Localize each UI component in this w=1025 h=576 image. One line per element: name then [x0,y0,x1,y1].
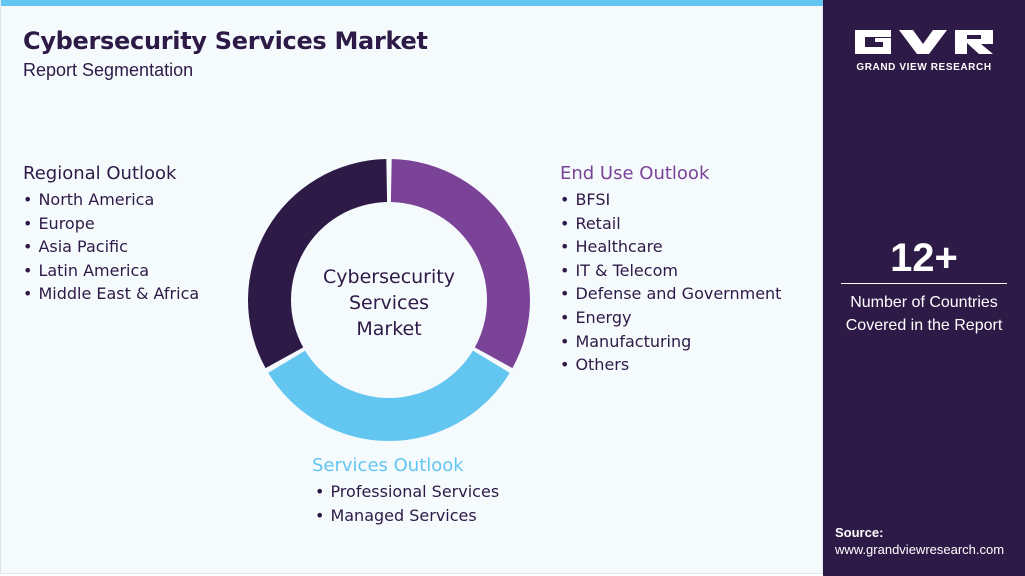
services-outlook-heading: Services Outlook [312,455,464,476]
end-use-outlook-list: BFSI Retail Healthcare IT & Telecom Defe… [560,188,781,377]
list-item: Manufacturing [560,330,781,354]
donut-slices [248,159,530,441]
gvr-logo-icon [855,30,993,54]
list-item: Others [560,353,781,377]
page-title: Cybersecurity Services Market [23,27,428,55]
list-item: Europe [23,212,199,236]
list-item: Middle East & Africa [23,282,199,306]
stat-label-line-1: Number of Countries [850,294,998,311]
source-label: Source: [835,525,884,540]
list-item: Defense and Government [560,282,781,306]
segmentation-donut-chart: Cybersecurity Services Market [248,159,530,441]
list-item: Asia Pacific [23,235,199,259]
services-outlook-section: Services Outlook Professional Services M… [312,455,499,527]
list-item: Retail [560,212,781,236]
list-item: Energy [560,306,781,330]
list-item: Professional Services [315,480,499,504]
donut-center-line-2: Services [349,292,429,314]
donut-center-line-3: Market [356,318,421,340]
end-use-outlook-section: End Use Outlook BFSI Retail Healthcare I… [560,163,781,377]
top-accent-bar [1,0,824,6]
list-item: North America [23,188,199,212]
stat-label-line-2: Covered in the Report [845,317,1003,334]
donut-slice-regional-outlook [248,159,388,369]
brand-logo: GRAND VIEW RESEARCH [853,28,995,73]
main-panel: Cybersecurity Services Market Report Seg… [0,0,823,574]
services-outlook-list: Professional Services Managed Services [312,480,499,527]
sidebar: GRAND VIEW RESEARCH 12+ Number of Countr… [823,0,1025,576]
list-item: Healthcare [560,235,781,259]
regional-outlook-heading: Regional Outlook [23,163,177,184]
stat-divider [841,283,1007,284]
page-subtitle: Report Segmentation [23,60,194,80]
regional-outlook-section: Regional Outlook North America Europe As… [23,163,199,306]
list-item: BFSI [560,188,781,212]
list-item: IT & Telecom [560,259,781,283]
donut-slice-end-use-outlook [390,159,530,369]
list-item: Managed Services [315,504,499,528]
donut-slice-services-outlook [268,350,510,441]
end-use-outlook-heading: End Use Outlook [560,163,710,184]
regional-outlook-list: North America Europe Asia Pacific Latin … [23,188,199,306]
countries-stat-label: Number of Countries Covered in the Repor… [823,291,1025,337]
countries-stat-value: 12+ [890,236,958,280]
donut-center-line-1: Cybersecurity [323,266,455,288]
source-link[interactable]: www.grandviewresearch.com [835,542,1005,557]
brand-name: GRAND VIEW RESEARCH [856,62,992,73]
list-item: Latin America [23,259,199,283]
